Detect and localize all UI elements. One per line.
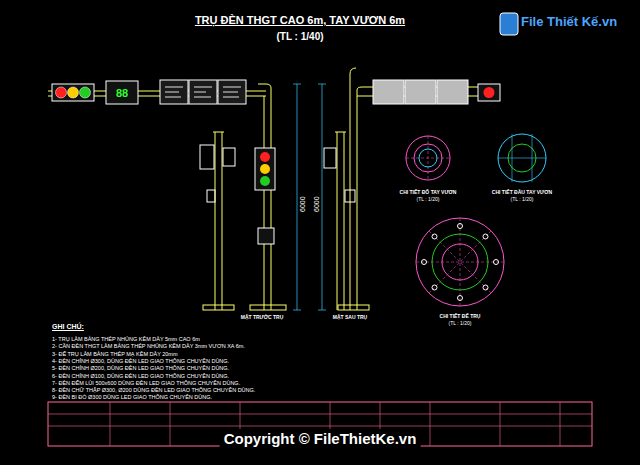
- rect-shape: [345, 190, 355, 202]
- notes-heading: GHI CHÚ:: [52, 323, 84, 331]
- watermark: File Thiết Kế.vn: [521, 15, 617, 30]
- circle-shape: [80, 87, 91, 98]
- note-line: 3- ĐẾ TRỤ LÀM BẰNG THÉP MẠ KẼM DÀY 20mm: [52, 351, 178, 357]
- watermark: Copyright © FileThietKe.vn: [220, 429, 421, 448]
- rect-shape: [437, 80, 468, 104]
- rect-shape: [324, 148, 336, 168]
- path-shape: [335, 132, 346, 310]
- circle-shape: [483, 285, 488, 290]
- g-shape: [422, 224, 499, 301]
- rect-shape: [255, 148, 275, 190]
- counter-digits: 88: [116, 86, 128, 99]
- circle-shape: [484, 87, 495, 98]
- circle-shape: [56, 87, 67, 98]
- circle-shape: [432, 285, 437, 290]
- g-shape: [48, 13, 592, 446]
- view-title: MẶT SAU TRỤ: [333, 315, 367, 321]
- circle-shape: [422, 260, 427, 265]
- note-line: 4- ĐÈN CHÍNH Ø300, DÙNG ĐÈN LED GIAO THÔ…: [52, 358, 229, 364]
- dimension: 6000: [299, 196, 307, 212]
- circle-shape: [406, 136, 450, 180]
- note-line: 5- ĐÈN CHÍNH Ø200, DÙNG ĐÈN LED GIAO THÔ…: [52, 365, 229, 371]
- detail-title: CHI TIẾT ĐẾ TRỤ: [440, 314, 481, 320]
- circle-shape: [416, 218, 504, 306]
- view-title: MẶT TRƯỚC TRỤ: [241, 315, 284, 321]
- detail-title: CHI TIẾT ĐỐ TAY VƯƠN: [400, 190, 457, 196]
- scale-note: (TL : 1/40): [276, 31, 323, 43]
- note-line: 1- TRỤ LÀM BẰNG THÉP NHÚNG KẼM DÀY 5mm C…: [52, 336, 200, 342]
- rect-shape: [478, 84, 500, 101]
- rect-shape: [52, 84, 94, 101]
- circle-shape: [260, 152, 270, 162]
- note-line: 6- ĐÈN CHÍNH Ø100, DÙNG ĐÈN LED GIAO THÔ…: [52, 373, 229, 379]
- circle-shape: [498, 134, 546, 182]
- note-line: 7- ĐÈN ĐẾM LÙI 500x600 DÙNG ĐÈN LED GIAO…: [52, 380, 240, 386]
- drawing-title: TRỤ ĐÈN THGT CAO 6m, TAY VƯƠN 6m: [195, 14, 405, 27]
- rect-shape: [373, 80, 404, 104]
- note-line: 9- ĐÈN BI ĐỎ Ø300 DÙNG LED GIAO THÔNG CH…: [52, 394, 212, 400]
- path-shape: [258, 84, 271, 310]
- rect-shape: [207, 190, 215, 202]
- circle-shape: [494, 260, 499, 265]
- circle-shape: [458, 224, 463, 229]
- rect-shape: [200, 145, 214, 169]
- rect-shape: [405, 80, 436, 104]
- note-line: 2- CẦN ĐÈN THGT LÀM BẰNG THÉP NHÚNG KẼM …: [52, 343, 245, 349]
- rect-shape: [500, 13, 518, 35]
- circle-shape: [432, 234, 437, 239]
- path-shape: [165, 87, 241, 97]
- rect-shape: [106, 81, 138, 104]
- path-shape: [213, 132, 224, 310]
- scale-note: (TL : 1/20): [449, 321, 472, 327]
- path-shape: [498, 134, 546, 182]
- circle-shape: [68, 87, 79, 98]
- path-shape: [293, 84, 326, 310]
- rect-shape: [223, 148, 235, 166]
- detail-title: CHI TIẾT ĐẦU TAY VƯƠN: [492, 190, 552, 196]
- rect-shape: [258, 228, 274, 244]
- circle-shape: [458, 296, 463, 301]
- scale-note: (TL : 1/20): [511, 197, 534, 203]
- path-shape: [350, 68, 500, 310]
- rect-shape: [338, 305, 369, 310]
- rect-shape: [250, 305, 286, 310]
- path-shape: [416, 218, 504, 306]
- circle-shape: [260, 164, 270, 174]
- dimension: 6000: [313, 196, 321, 212]
- circle-shape: [260, 176, 270, 186]
- path-shape: [406, 136, 450, 180]
- scale-note: (TL : 1/20): [417, 197, 440, 203]
- rect-shape: [203, 305, 234, 310]
- note-line: 8- ĐÈN CHỮ THẬP Ø300, Ø200 DÙNG ĐÈN LED …: [52, 387, 255, 393]
- circle-shape: [483, 234, 488, 239]
